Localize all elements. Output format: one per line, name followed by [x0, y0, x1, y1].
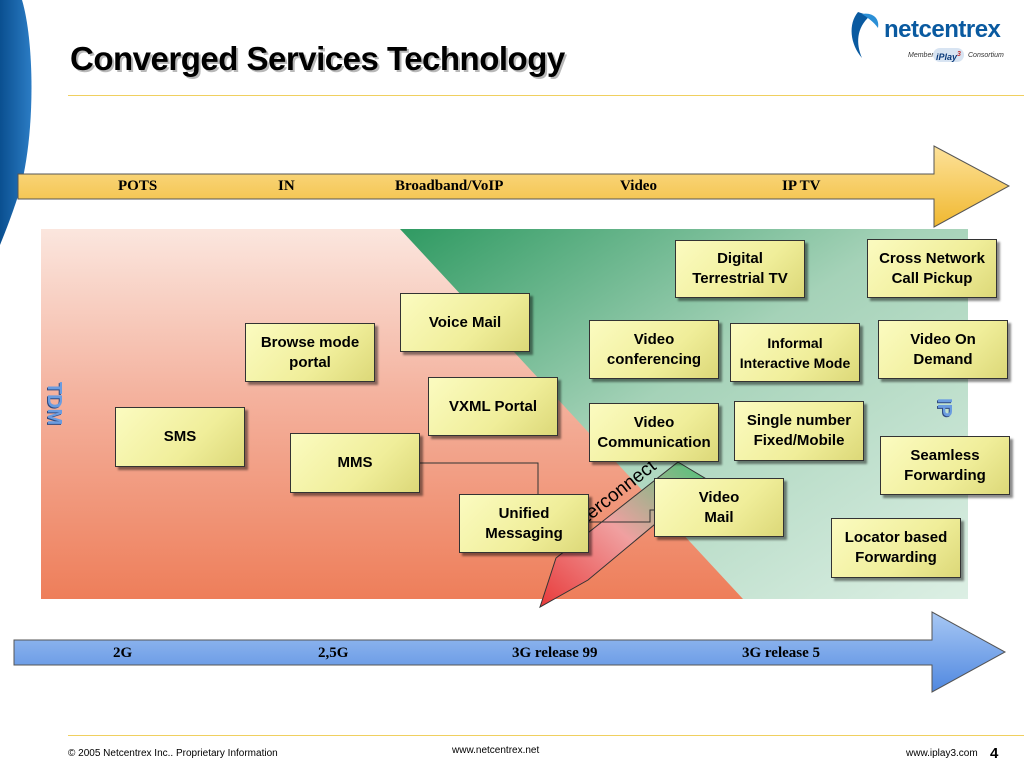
service-sms: SMS [115, 407, 245, 467]
footer-divider [68, 735, 1024, 736]
service-vxml-portal: VXML Portal [428, 377, 558, 436]
footer-website-center[interactable]: www.netcentrex.net [452, 745, 540, 756]
top-arrow-label-video: Video [620, 178, 657, 194]
top-arrow-label-pots: POTS [118, 178, 158, 194]
title-divider [68, 95, 1024, 96]
service-locator-based-forwarding: Locator based Forwarding [831, 518, 961, 578]
footer-website-right[interactable]: www.iplay3.com [906, 748, 978, 759]
ip-region-label: IP [932, 398, 955, 417]
service-seamless-forwarding: Seamless Forwarding [880, 436, 1010, 495]
bottom-arrow-label-2g: 2G [113, 645, 133, 661]
bottom-arrow-label-3g-r5: 3G release 5 [742, 645, 821, 661]
page-number: 4 [990, 745, 999, 762]
bottom-arrow-label-2-5g: 2,5G [318, 645, 349, 661]
service-unified-messaging: Unified Messaging [459, 494, 589, 553]
service-informal-interactive-mode: Informal Interactive Mode [730, 323, 860, 382]
service-video-mail: Video Mail [654, 478, 784, 537]
logo-brand: netcentrex [884, 16, 1001, 43]
footer-copyright: © 2005 Netcentrex Inc.. Proprietary Info… [68, 748, 278, 759]
service-single-number-fixed-mobile: Single number Fixed/Mobile [734, 401, 864, 461]
tdm-region-label: TDM [43, 381, 66, 426]
top-arrow-label-in: IN [278, 178, 295, 194]
service-video-on-demand: Video On Demand [878, 320, 1008, 379]
netcentrex-logo: netcentrex Member iPlay3 Consortium [848, 8, 1024, 70]
top-arrow-label-iptv: IP TV [782, 178, 821, 194]
bottom-evolution-arrow [13, 611, 1007, 693]
service-browse-mode-portal: Browse mode portal [245, 323, 375, 382]
service-voice-mail: Voice Mail [400, 293, 530, 352]
logo-iplay-sup: 3 [957, 51, 961, 58]
logo-swoosh-icon [851, 12, 879, 58]
service-video-conferencing: Video conferencing [589, 320, 719, 379]
slide-title: Converged Services Technology [70, 40, 565, 77]
logo-member: Member [908, 52, 934, 59]
bottom-arrow-label-3g-r99: 3G release 99 [512, 645, 598, 661]
left-decoration [0, 0, 32, 245]
logo-iplay-badge: iPlay3 [933, 48, 964, 62]
service-digital-terrestrial-tv: Digital Terrestrial TV [675, 240, 805, 298]
logo-iplay: iPlay [936, 52, 958, 62]
service-mms: MMS [290, 433, 420, 493]
service-video-communication: Video Communication [589, 403, 719, 462]
service-cross-network-call-pickup: Cross Network Call Pickup [867, 239, 997, 298]
top-arrow-label-broadband: Broadband/VoIP [395, 178, 504, 194]
top-evolution-arrow [17, 145, 1011, 228]
logo-consortium: Consortium [968, 52, 1004, 59]
